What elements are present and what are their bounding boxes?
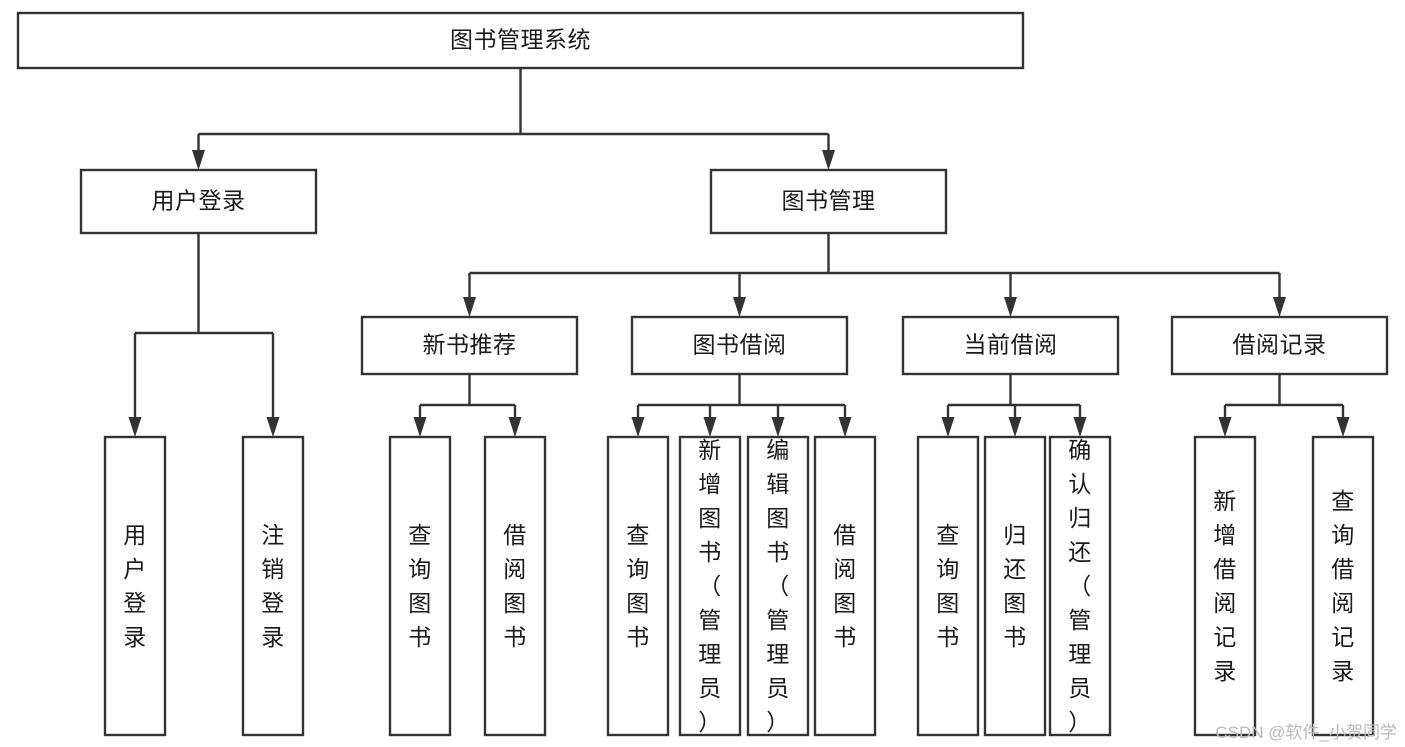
connector-group-user-login	[128, 233, 280, 437]
connector-layer	[128, 68, 1350, 437]
arrow-head-icon	[1073, 417, 1087, 437]
node-label: 借阅图书	[503, 522, 527, 650]
arrow-head-icon	[266, 417, 280, 437]
node-label: 查询图书	[936, 522, 960, 650]
arrow-head-icon	[463, 297, 476, 317]
node-box[interactable]	[813, 435, 877, 737]
connector-group-root	[192, 68, 835, 170]
arrow-head-icon	[508, 417, 522, 437]
node-label: 新增借阅记录	[1213, 488, 1237, 684]
node-leaf-return-book[interactable]: 归还图书	[983, 435, 1047, 737]
node-label: 编辑图书（管理员）	[766, 437, 790, 735]
arrow-head-icon	[413, 417, 427, 437]
node-label: 借阅记录	[1233, 332, 1327, 358]
arrow-head-icon	[1004, 297, 1017, 317]
arrow-head-icon	[703, 417, 717, 437]
node-box[interactable]	[1311, 435, 1375, 737]
node-book-manage[interactable]: 图书管理	[709, 168, 948, 235]
arrow-head-icon	[192, 150, 205, 170]
connector-group-book-borrow	[631, 374, 852, 437]
arrow-head-icon	[822, 150, 835, 170]
connector-group-current-borrow	[941, 374, 1087, 437]
node-leaf-query-book-current[interactable]: 查询图书	[916, 435, 980, 737]
node-root[interactable]: 图书管理系统	[16, 11, 1025, 70]
node-leaf-add-book[interactable]: 新增图书（管理员）	[678, 435, 742, 737]
node-box[interactable]	[388, 435, 452, 737]
node-box[interactable]	[1170, 315, 1389, 376]
node-layer: 图书管理系统用户登录图书管理新书推荐图书借阅当前借阅借阅记录用户登录注销登录查询…	[16, 11, 1389, 737]
node-label: 图书借阅	[693, 332, 787, 358]
node-label: 查询图书	[626, 522, 650, 650]
node-leaf-add-borrow-record[interactable]: 新增借阅记录	[1193, 435, 1257, 737]
connector-group-book-manage	[463, 233, 1286, 317]
node-label: 用户登录	[152, 188, 246, 214]
node-leaf-query-borrow-record[interactable]: 查询借阅记录	[1311, 435, 1375, 737]
arrow-head-icon	[941, 417, 955, 437]
node-leaf-borrow-book[interactable]: 借阅图书	[813, 435, 877, 737]
arrow-head-icon	[1273, 297, 1286, 317]
node-label: 借阅图书	[833, 522, 857, 650]
connector-group-borrow-record	[1218, 374, 1350, 437]
node-label: 当前借阅	[964, 332, 1058, 358]
node-book-borrow[interactable]: 图书借阅	[630, 315, 849, 376]
node-new-book-recommend[interactable]: 新书推荐	[360, 315, 579, 376]
arrow-head-icon	[128, 417, 142, 437]
node-box[interactable]	[916, 435, 980, 737]
node-borrow-record[interactable]: 借阅记录	[1170, 315, 1389, 376]
node-leaf-query-book-borrow[interactable]: 查询图书	[606, 435, 670, 737]
node-label: 新增图书（管理员）	[698, 437, 722, 735]
arrow-head-icon	[631, 417, 645, 437]
node-leaf-borrow-book-recommend[interactable]: 借阅图书	[483, 435, 547, 737]
node-box[interactable]	[746, 435, 810, 737]
arrow-head-icon	[1336, 417, 1350, 437]
node-box[interactable]	[79, 168, 318, 235]
arrow-head-icon	[1218, 417, 1232, 437]
node-box[interactable]	[678, 435, 742, 737]
node-leaf-edit-book[interactable]: 编辑图书（管理员）	[746, 435, 810, 737]
node-box[interactable]	[103, 435, 167, 737]
node-box[interactable]	[709, 168, 948, 235]
node-leaf-confirm-return[interactable]: 确认归还（管理员）	[1048, 435, 1112, 737]
node-box[interactable]	[360, 315, 579, 376]
arrow-head-icon	[771, 417, 785, 437]
node-label: 图书管理系统	[450, 27, 591, 53]
node-box[interactable]	[1193, 435, 1257, 737]
node-label: 注销登录	[261, 522, 285, 650]
node-label: 用户登录	[123, 522, 147, 650]
arrow-head-icon	[1008, 417, 1022, 437]
node-label: 查询图书	[408, 522, 432, 650]
node-box[interactable]	[901, 315, 1120, 376]
node-leaf-user-login[interactable]: 用户登录	[103, 435, 167, 737]
node-label: 新书推荐	[423, 332, 517, 358]
node-box[interactable]	[241, 435, 305, 737]
node-box[interactable]	[483, 435, 547, 737]
node-leaf-query-book-recommend[interactable]: 查询图书	[388, 435, 452, 737]
node-current-borrow[interactable]: 当前借阅	[901, 315, 1120, 376]
arrow-head-icon	[838, 417, 852, 437]
node-box[interactable]	[606, 435, 670, 737]
node-box[interactable]	[630, 315, 849, 376]
arrow-head-icon	[733, 297, 746, 317]
node-label: 确认归还（管理员）	[1068, 437, 1092, 735]
node-box[interactable]	[1048, 435, 1112, 737]
node-label: 归还图书	[1003, 522, 1027, 650]
node-user-login[interactable]: 用户登录	[79, 168, 318, 235]
node-label: 查询借阅记录	[1331, 488, 1355, 684]
node-leaf-logout[interactable]: 注销登录	[241, 435, 305, 737]
node-label: 图书管理	[782, 188, 876, 214]
node-box[interactable]	[16, 11, 1025, 70]
node-box[interactable]	[983, 435, 1047, 737]
connector-group-new-book-recommend	[413, 374, 522, 437]
